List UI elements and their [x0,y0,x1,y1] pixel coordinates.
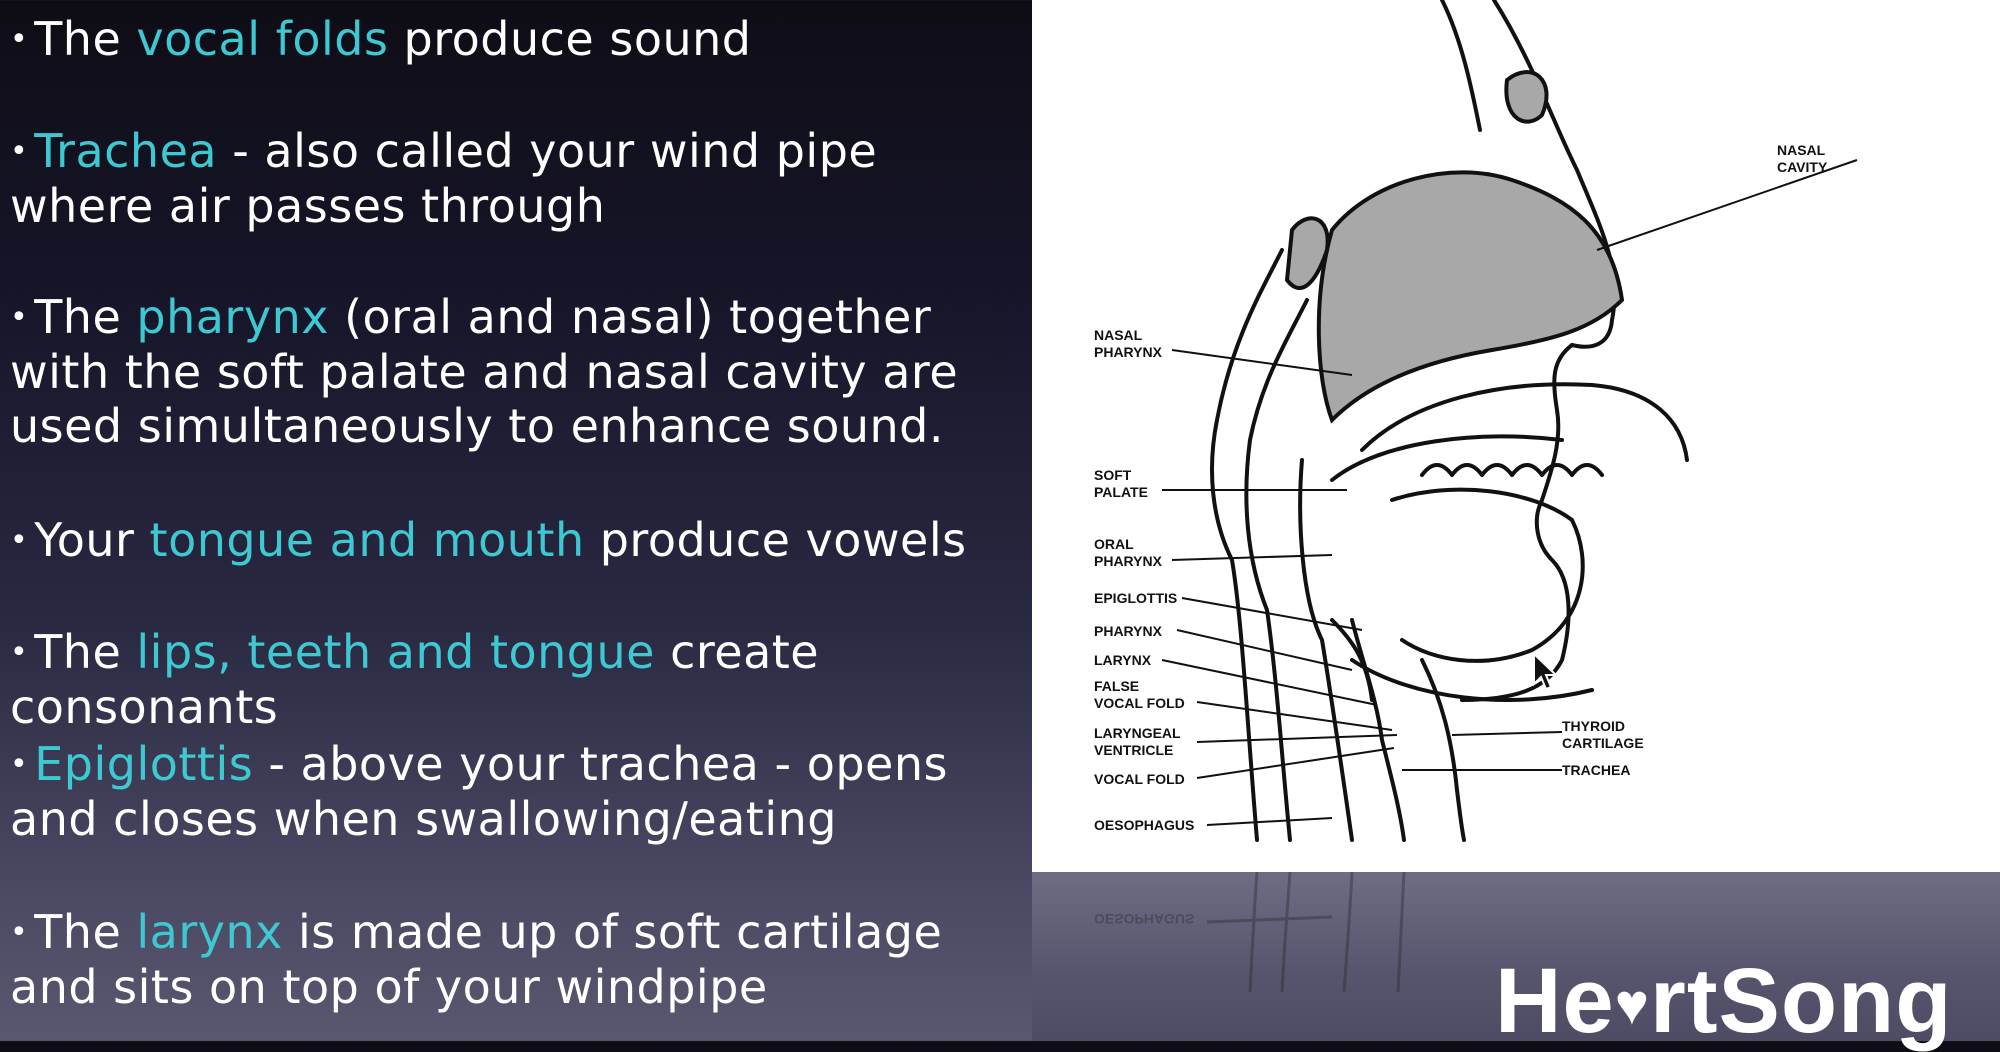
bullet-dot: • [10,747,29,782]
label-oral-pharynx-1: ORAL [1094,536,1134,552]
leader-nasal-cavity [1596,159,1858,251]
bullet-highlight: vocal folds [136,12,389,66]
bullet-highlight: tongue and mouth [149,513,585,567]
logo-text-part2: rtSong [1650,950,1953,1052]
label-oral-pharynx-2: PHARYNX [1094,553,1163,569]
leader-oral-pharynx [1171,554,1333,561]
leader-oesophagus [1206,817,1333,826]
larynx-wall [1350,618,1406,842]
label-false-vocal-fold-1: FALSE [1094,678,1139,694]
vocal-anatomy-diagram: NASAL CAVITY NASAL PHARYNX SOFT PALATE O… [1032,0,2000,872]
label-soft-palate-2: PALATE [1094,484,1148,500]
label-nasal-pharynx-2: PHARYNX [1094,344,1163,360]
bullet-text: The [34,625,137,679]
bullet-pharynx: •The pharynx (oral and nasal) together w… [10,290,1020,453]
bullet-text: - also called your wind pipe where air p… [10,124,878,233]
bullet-tongue-mouth: •Your tongue and mouth produce vowels [10,513,1020,568]
bullet-highlight: pharynx [136,290,329,344]
nasal-cavity-shape [1316,170,1625,424]
label-oesophagus: OESOPHAGUS [1094,817,1194,833]
leader-nasal-pharynx [1171,349,1353,376]
bullet-text: produce sound [388,12,752,66]
label-nasal-cavity-2: CAVITY [1777,159,1828,175]
leader-epiglottis [1181,597,1363,631]
nose-bridge [1440,0,1482,132]
bullet-highlight: larynx [136,905,283,959]
sinus-shape [1284,216,1330,290]
label-nasal-cavity-1: NASAL [1777,142,1826,158]
bullet-larynx: •The larynx is made up of soft cartilage… [10,905,1020,1014]
reflection-drawing: OESOPHAGUS [1094,872,1406,993]
reflection-label: OESOPHAGUS [1094,911,1194,927]
bullet-text: create consonants [10,625,820,734]
label-epiglottis: EPIGLOTTIS [1094,590,1177,606]
leader-thyroid-cartilage [1451,731,1563,736]
neck-back-outline [1210,248,1284,842]
bullet-dot: • [10,134,29,169]
label-larynx: LARYNX [1094,652,1152,668]
bullet-text: is made up of soft cartilage and sits on… [10,905,943,1014]
bullet-text: The [34,12,137,66]
bullet-text: The [34,290,137,344]
reflection-leader [1206,915,1333,924]
pharynx-wall [1298,458,1354,842]
reflection-line [1396,872,1406,993]
hard-palate [1330,434,1564,482]
bullet-text: The [34,905,137,959]
reflection-line [1342,872,1354,993]
label-false-vocal-fold-2: VOCAL FOLD [1094,695,1185,711]
trachea-front [1420,658,1466,842]
diagram-reflection: OESOPHAGUS [1032,872,2000,1041]
bullet-dot: • [10,22,29,57]
leader-larynx [1161,659,1378,706]
leader-laryngeal-ventricle [1196,734,1398,743]
label-laryngeal-ventricle-1: LARYNGEAL [1094,725,1181,741]
bullet-lips-teeth: •The lips, teeth and tongue create conso… [10,625,1020,734]
leader-false-vocal-fold [1196,701,1393,731]
bullet-highlight: lips, teeth and tongue [136,625,655,679]
leader-pharynx [1176,629,1353,671]
label-laryngeal-ventricle-2: VENTRICLE [1094,742,1173,758]
lips-chin-outline [1460,343,1574,702]
frontal-sinus-shape [1504,70,1549,124]
bullet-text: - above your trachea - opens and closes … [10,737,948,846]
reflection-line [1248,872,1259,993]
label-nasal-pharynx-1: NASAL [1094,327,1143,343]
bullet-text: produce vowels [584,513,967,567]
bullet-vocal-folds: •The vocal folds produce sound [10,12,1020,67]
diagram-drawing: NASAL CAVITY NASAL PHARYNX SOFT PALATE O… [1094,0,1858,842]
heart-icon: ♥ [1614,972,1651,1037]
spine-outline [1244,298,1309,842]
heartsong-logo: He♥rtSong [1495,955,1952,1051]
mouse-cursor-icon [1533,652,1558,691]
label-thyroid-cartilage-2: CARTILAGE [1562,735,1644,751]
bullet-dot: • [10,300,29,335]
bullet-highlight: Trachea [34,124,218,178]
jaw-line [1350,658,1594,702]
label-thyroid-cartilage-1: THYROID [1562,718,1625,734]
bullet-dot: • [10,635,29,670]
label-pharynx: PHARYNX [1094,623,1163,639]
teeth-upper [1420,463,1604,477]
label-soft-palate-1: SOFT [1094,467,1132,483]
bullet-text: Your [34,513,150,567]
tongue-outline [1390,487,1585,663]
bullet-highlight: Epiglottis [34,737,254,791]
reflection-line [1280,872,1292,993]
bullet-dot: • [10,523,29,558]
logo-text-part1: He [1495,950,1615,1052]
bullet-trachea: •Trachea - also called your wind pipe wh… [10,124,1020,233]
bullet-dot: • [10,915,29,950]
leader-vocal-fold [1196,747,1395,779]
slide-text-column: •The vocal folds produce sound •Trachea … [10,12,1020,1014]
bullet-epiglottis: •Epiglottis - above your trachea - opens… [10,737,1020,846]
label-vocal-fold: VOCAL FOLD [1094,771,1185,787]
bullet-text: (oral and nasal) together with the soft … [10,290,959,453]
label-trachea: TRACHEA [1562,762,1630,778]
palate-line [1360,382,1689,462]
